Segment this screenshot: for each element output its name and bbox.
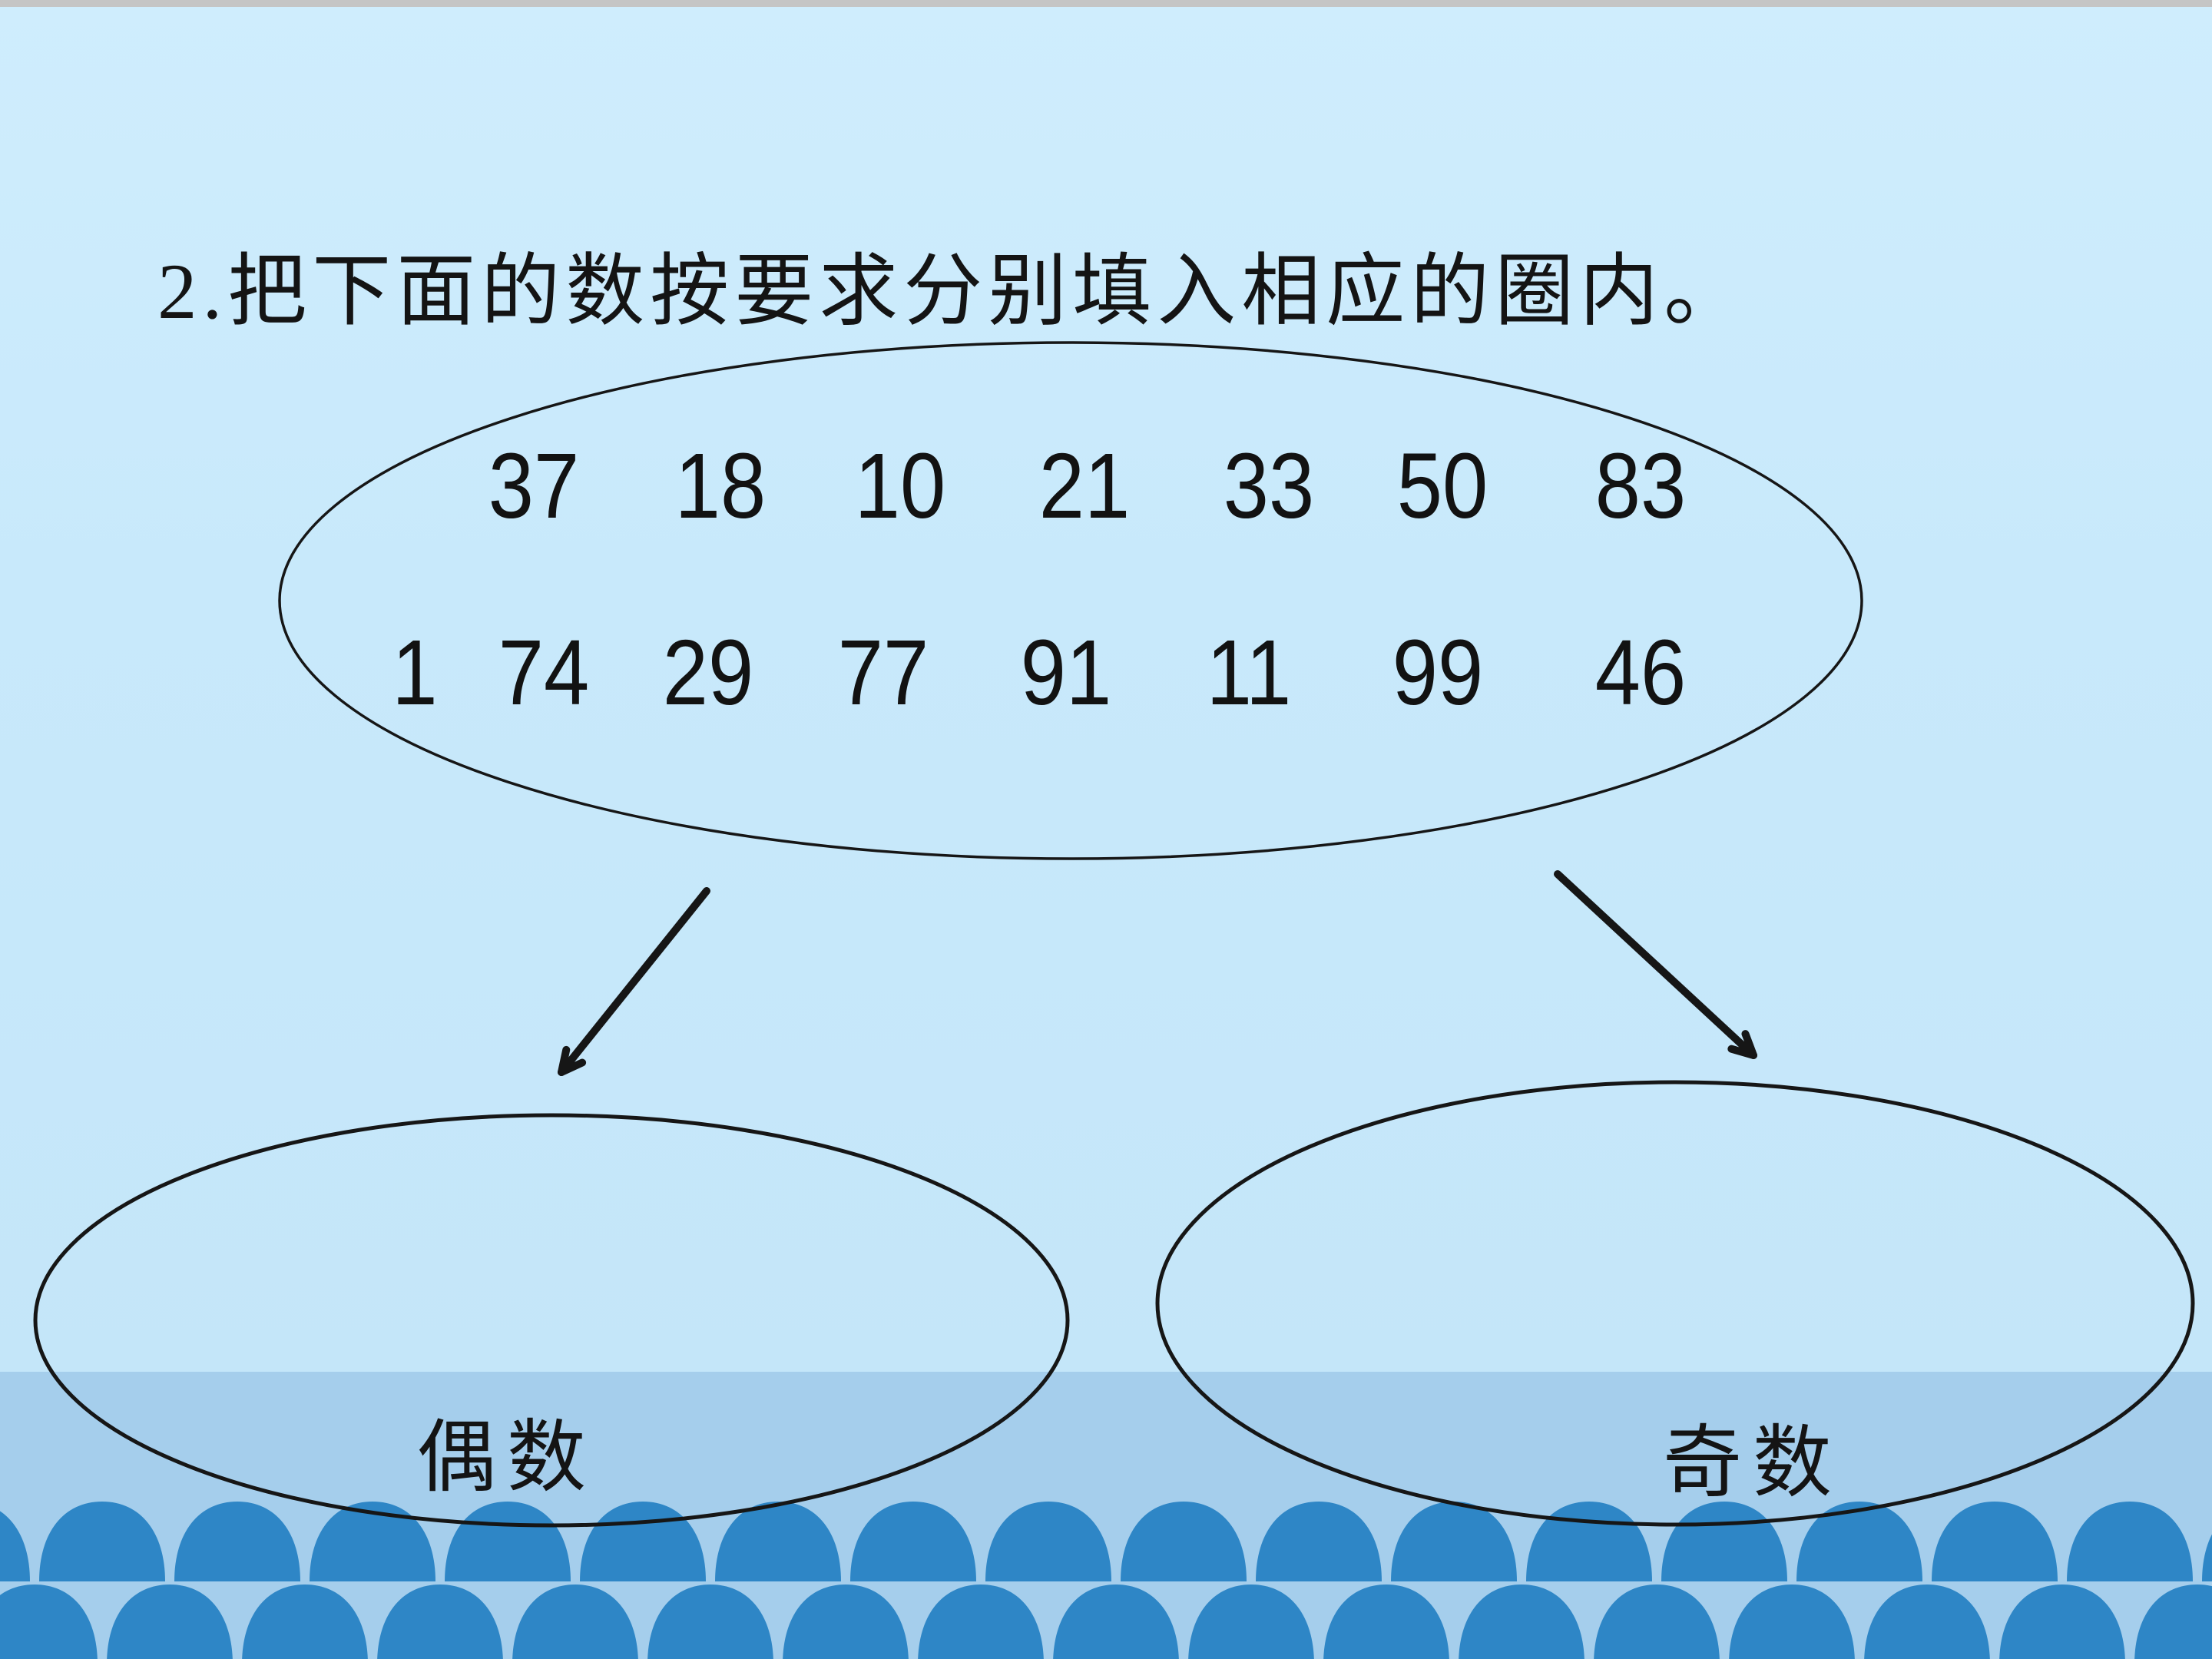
slide-title: 2.把下面的数按要求分别填入相应的圈内。	[157, 248, 1749, 336]
pool-number: 46	[1594, 620, 1687, 724]
pool-number: 11	[1206, 620, 1292, 724]
odd-numbers-ellipse	[1155, 1080, 2195, 1527]
pool-number: 91	[1020, 620, 1112, 724]
pool-number: 33	[1223, 433, 1315, 538]
pool-number: 18	[674, 433, 767, 538]
pool-number: 1	[392, 620, 438, 724]
even-numbers-ellipse	[33, 1113, 1070, 1528]
pool-number: 99	[1392, 620, 1484, 724]
wave-pattern	[0, 1502, 2212, 1659]
down-left-arrow-icon	[558, 887, 710, 1076]
pool-number: 74	[498, 620, 590, 724]
down-right-arrow-icon	[1554, 870, 1757, 1059]
pool-number: 21	[1038, 433, 1131, 538]
number-pool-ellipse	[278, 341, 1863, 860]
odd-numbers-label: 奇数	[1663, 1419, 1843, 1508]
pool-number: 50	[1396, 433, 1488, 538]
window-top-strip	[0, 0, 2212, 7]
pool-number: 77	[837, 620, 929, 724]
pool-number: 10	[854, 433, 946, 538]
pool-number: 83	[1594, 433, 1687, 538]
even-numbers-label: 偶数	[417, 1414, 597, 1502]
pool-number: 29	[662, 620, 754, 724]
pool-number: 37	[488, 433, 580, 538]
